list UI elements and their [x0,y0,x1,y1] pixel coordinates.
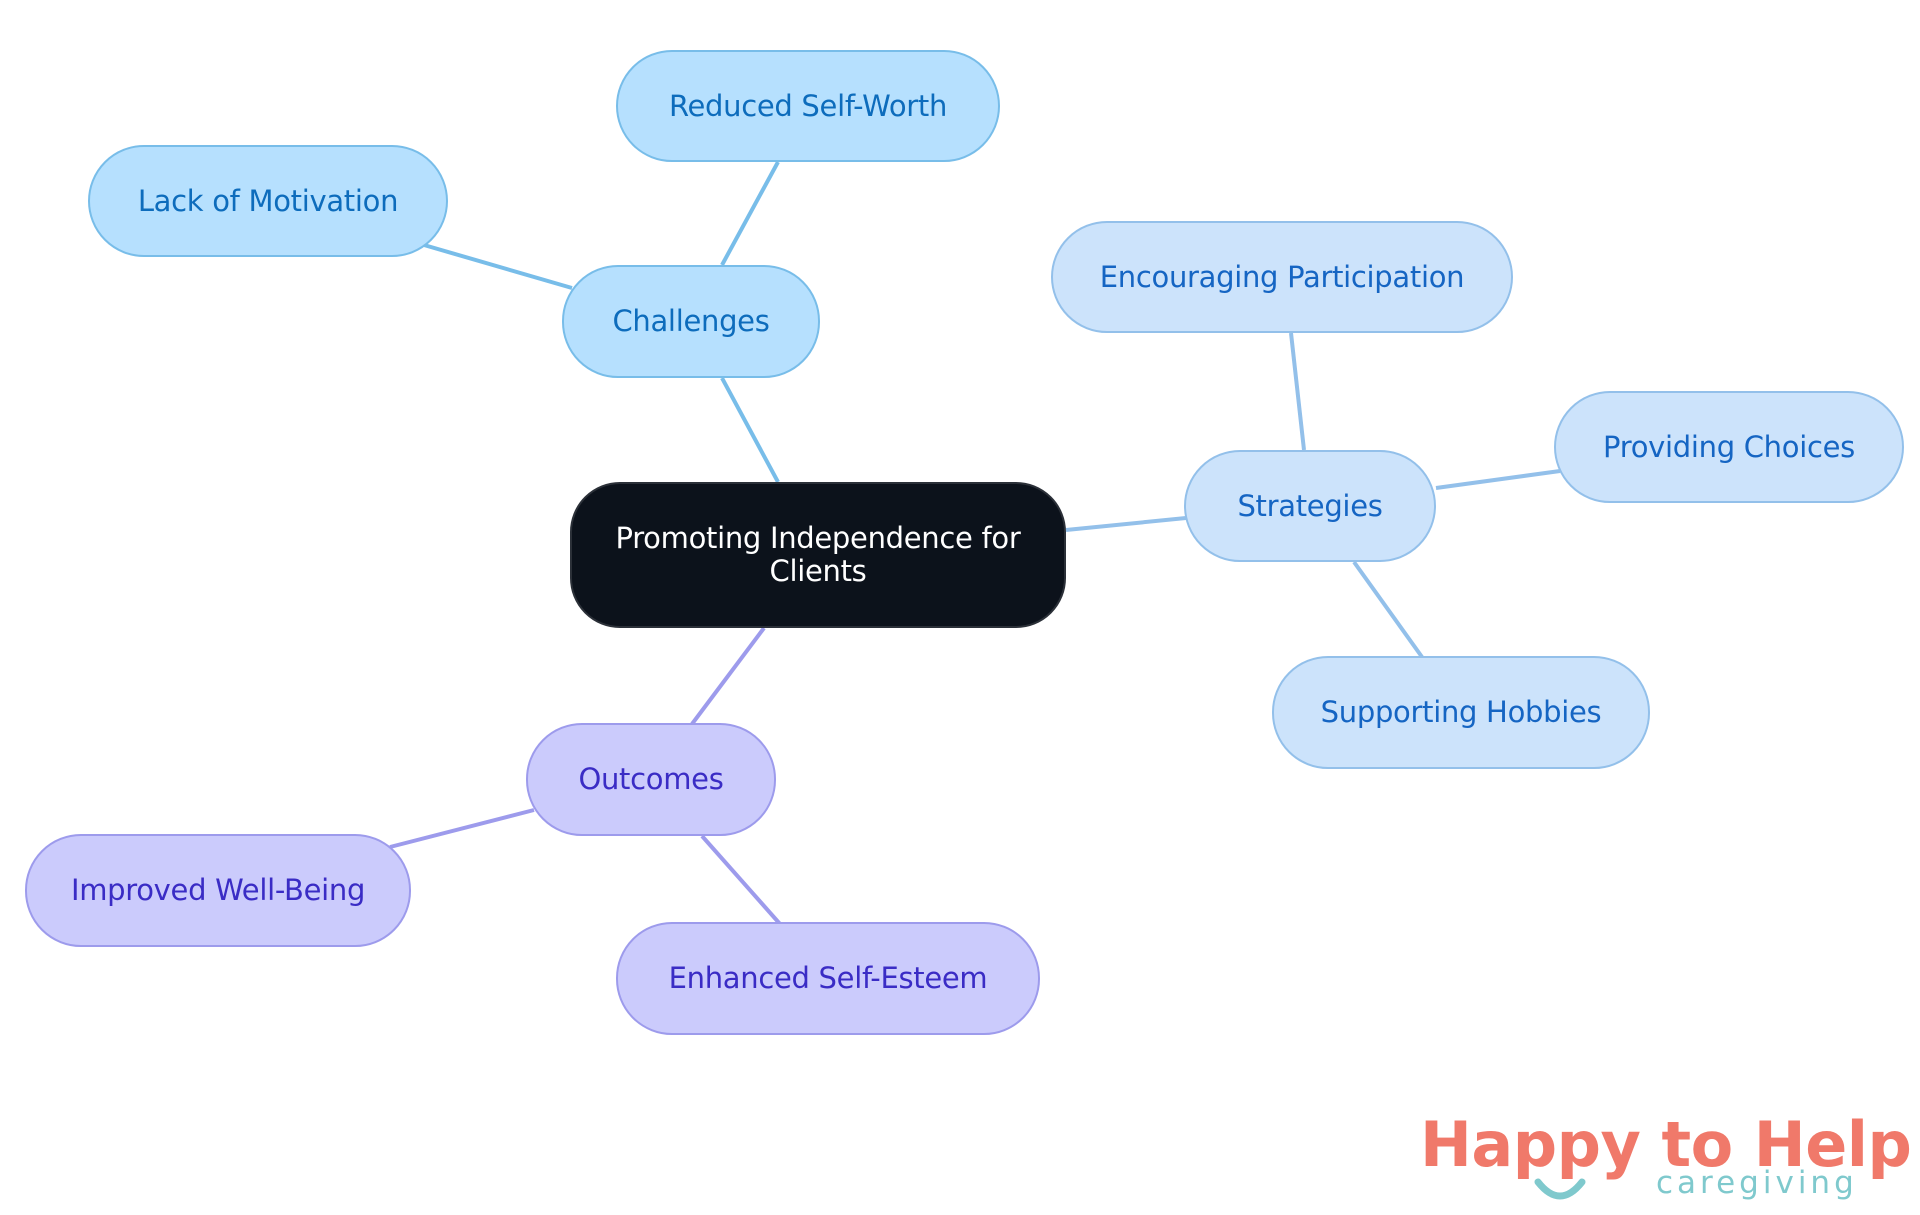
edge-challenges-lack-of-motivation [423,243,573,290]
node-reduced-self-worth: Reduced Self-Worth [616,50,1000,162]
root-node-label: Promoting Independence for Clients [615,521,1021,588]
edge-strategies-providing-choices [1435,469,1561,490]
edge-root-challenges [720,377,780,483]
node-providing-choices: Providing Choices [1554,391,1904,503]
node-encouraging-participation-label: Encouraging Participation [1099,259,1465,294]
node-encouraging-participation: Encouraging Participation [1051,221,1513,333]
node-strategies: Strategies [1184,450,1436,562]
logo-tagline: caregiving [1656,1165,1858,1201]
node-lack-of-motivation: Lack of Motivation [88,145,448,257]
node-reduced-self-worth-label: Reduced Self-Worth [668,88,948,123]
edge-strategies-supporting-hobbies [1352,560,1424,659]
root-node: Promoting Independence for Clients [570,482,1066,628]
logo-wordmark: Happy to Help [1420,1108,1912,1181]
edge-outcomes-improved-well-being [389,808,535,849]
happy-to-help-logo: Happy to Help caregiving [1420,1110,1912,1210]
node-enhanced-self-esteem-label: Enhanced Self-Esteem [668,961,988,995]
node-enhanced-self-esteem: Enhanced Self-Esteem [616,922,1040,1035]
edge-root-outcomes [690,626,766,726]
node-lack-of-motivation-label: Lack of Motivation [137,183,399,218]
node-supporting-hobbies-label: Supporting Hobbies [1320,695,1602,729]
edge-challenges-reduced-self-worth [720,161,780,266]
node-strategies-label: Strategies [1237,488,1383,523]
node-challenges-label: Challenges [612,304,770,338]
node-improved-well-being-label: Improved Well-Being [70,873,366,907]
smile-icon [1534,1178,1586,1200]
node-improved-well-being: Improved Well-Being [25,834,411,947]
node-supporting-hobbies: Supporting Hobbies [1272,656,1650,769]
edge-root-strategies [1065,516,1187,532]
node-providing-choices-label: Providing Choices [1603,429,1855,464]
edge-outcomes-enhanced-self-esteem [700,834,782,926]
edge-strategies-encouraging-participation [1289,332,1306,451]
node-outcomes-label: Outcomes [578,762,724,796]
node-outcomes: Outcomes [526,723,776,836]
node-challenges: Challenges [562,265,820,378]
